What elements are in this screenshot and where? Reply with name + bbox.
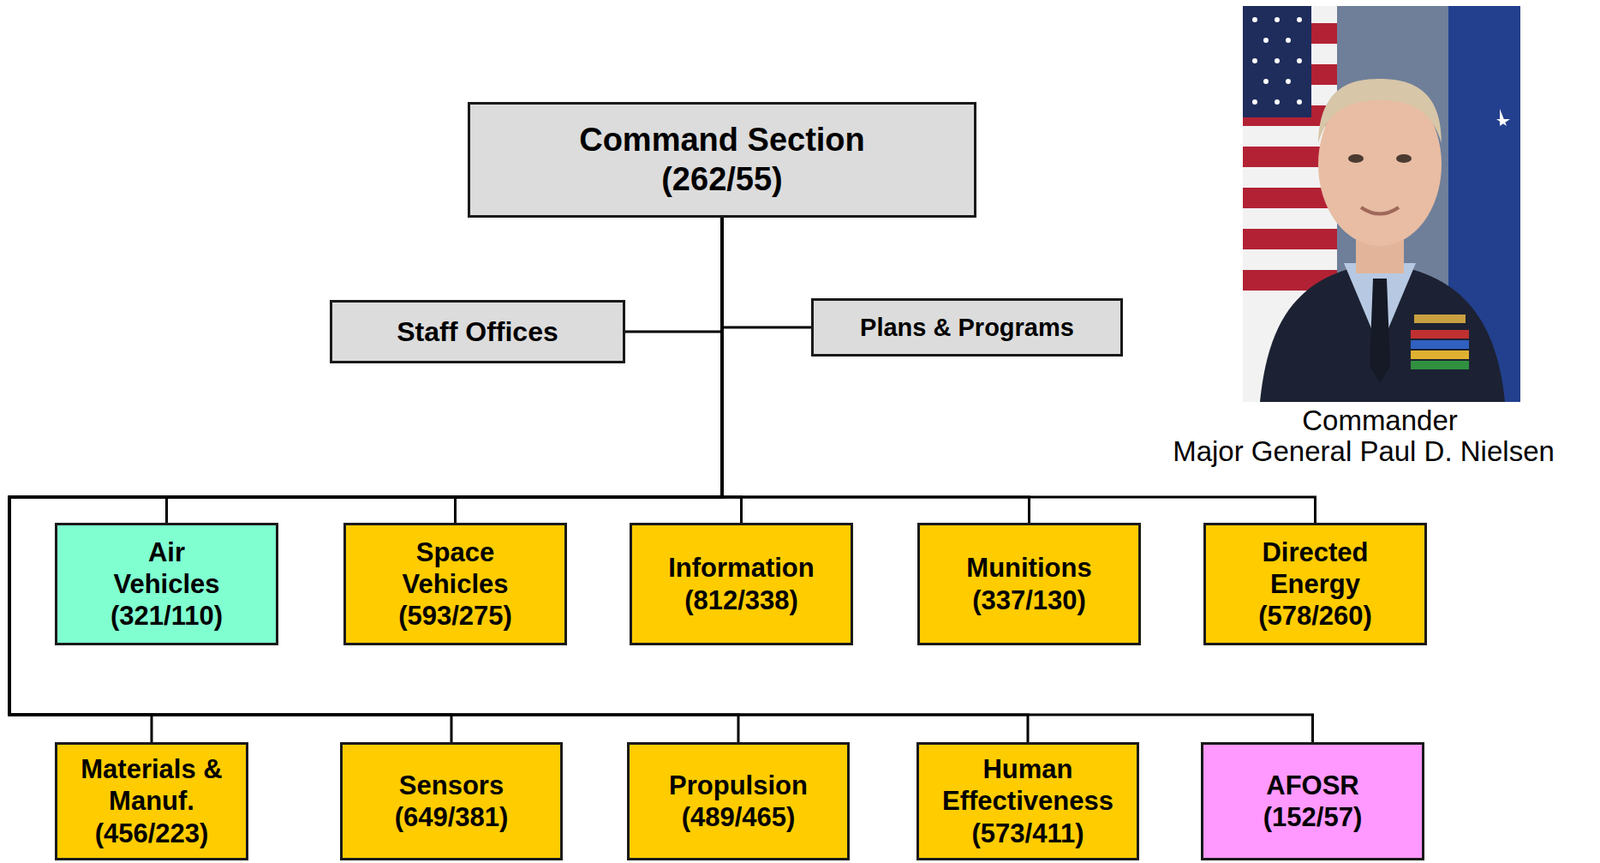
commander-portrait	[1242, 5, 1521, 402]
portrait-caption: Major General Paul D. Nielsen	[1172, 435, 1555, 468]
box-title: AFOSR	[1265, 769, 1360, 801]
star	[1274, 99, 1280, 105]
connector-line	[9, 217, 723, 742]
connector-line	[722, 217, 1316, 523]
star	[1252, 58, 1258, 64]
connector-line	[9, 217, 1028, 742]
box-title: Directed Energy	[1229, 536, 1402, 600]
directorate-box: Materials & Manuf.(456/223)	[54, 741, 249, 860]
uniform-jacket	[1259, 262, 1505, 402]
eye	[1348, 154, 1364, 163]
staff-count: (573/411)	[972, 817, 1085, 849]
box-title: Human Effectiveness	[924, 752, 1132, 817]
flag-stripe	[1242, 228, 1338, 250]
star	[1252, 17, 1258, 23]
directorate-box: Information(812/338)	[629, 522, 854, 645]
directorate-box: Directed Energy(578/260)	[1203, 522, 1427, 645]
star	[1296, 58, 1302, 64]
star	[1252, 99, 1258, 105]
staff-count: (489/465)	[681, 800, 796, 833]
staff-count: (456/223)	[95, 817, 209, 849]
star	[1274, 17, 1280, 23]
connector-line	[455, 217, 723, 523]
badge	[1414, 314, 1466, 323]
box-title: Sensors	[399, 769, 504, 801]
box-title: Space Vehicles	[380, 536, 531, 600]
directorate-box: Space Vehicles(593/275)	[343, 522, 568, 645]
box-title: Materials & Manuf.	[70, 752, 233, 817]
star	[1263, 78, 1269, 84]
directorate-box: Air Vehicles(321/110)	[54, 522, 279, 645]
mouth	[1361, 207, 1399, 215]
eye	[1396, 154, 1412, 163]
directorate-box: Sensors(649/381)	[340, 741, 563, 860]
box-title: Air Vehicles	[95, 536, 238, 600]
connector-line	[722, 217, 812, 328]
portrait-background	[1242, 5, 1521, 402]
flag-canton	[1242, 5, 1312, 118]
directorate-box: Munitions(337/130)	[917, 522, 1141, 645]
directorate-box: Human Effectiveness(573/411)	[916, 741, 1140, 860]
flag-stars	[1252, 17, 1302, 105]
staff-count: (337/130)	[972, 584, 1087, 616]
plans-box: Plans & Programs	[811, 298, 1123, 357]
ribbon-row	[1410, 360, 1469, 370]
staff-count: (152/57)	[1263, 800, 1362, 833]
command-box: Command Section(262/55)	[467, 101, 977, 218]
connector-line	[625, 217, 723, 332]
staff-count: (812/338)	[684, 584, 799, 616]
staff-box: Staff Offices	[329, 299, 626, 364]
hair	[1318, 78, 1442, 144]
star	[1285, 37, 1291, 43]
ribbon-row	[1410, 329, 1469, 339]
box-title: Plans & Programs	[859, 312, 1075, 343]
portrait-caption: Commander	[1301, 404, 1458, 437]
box-title: Munitions	[966, 551, 1092, 584]
staff-count: (578/260)	[1258, 599, 1373, 632]
connector-line	[9, 217, 1314, 742]
star	[1296, 99, 1302, 105]
star	[1263, 37, 1269, 43]
uniform-tie	[1369, 278, 1391, 383]
staff-count: (321/110)	[110, 599, 223, 632]
connector-line	[722, 217, 742, 523]
connector-line	[167, 217, 723, 523]
connector-line	[722, 217, 1030, 523]
afosr-box: AFOSR(152/57)	[1200, 741, 1425, 860]
flag-star	[1496, 108, 1511, 126]
star	[1296, 17, 1302, 23]
star	[1285, 78, 1291, 84]
connector-line	[9, 217, 723, 742]
box-title: Staff Offices	[396, 315, 558, 348]
ribbon-row	[1410, 350, 1469, 359]
box-title: Information	[668, 551, 815, 584]
staff-count: (593/275)	[398, 599, 513, 632]
ribbon-row	[1410, 340, 1469, 349]
staff-count: (262/55)	[661, 160, 783, 200]
box-title: Propulsion	[668, 769, 808, 801]
star	[1274, 58, 1280, 64]
directorate-box: Propulsion(489/465)	[626, 741, 850, 860]
box-title: Command Section	[579, 120, 866, 161]
connector-line	[9, 217, 739, 742]
staff-count: (649/381)	[394, 800, 509, 833]
